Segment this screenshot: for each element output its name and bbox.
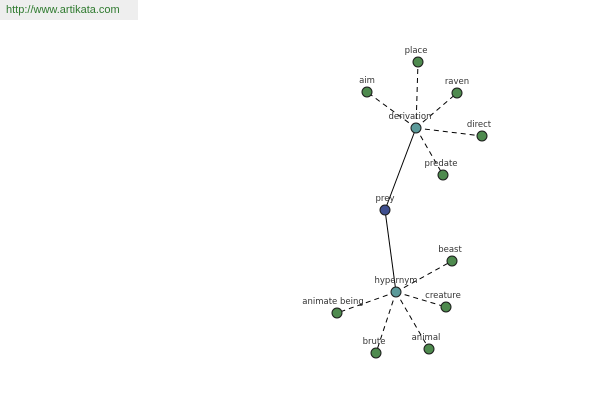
artikata-link[interactable]: http://www.artikata.com [6,4,120,16]
node-label-raven: raven [445,77,469,87]
node-label-hypernym: hypernym [374,276,417,286]
node-label-animate-being: animate being [302,297,363,307]
edge-derivation-aim [366,91,417,129]
edge-hypernym-beast [395,260,453,293]
edge-hypernym-brute [375,291,397,354]
node-prey[interactable] [379,204,391,216]
node-label-beast: beast [438,245,462,255]
node-circle-derivation[interactable] [410,122,422,134]
edge-hypernym-animate-being [336,291,397,314]
edge-derivation-place [415,61,419,129]
node-raven[interactable] [451,87,463,99]
node-beast[interactable] [446,255,458,267]
node-circle-animal[interactable] [423,343,435,355]
labels-layer: prey derivation hypernym place aim raven direc… [302,46,492,347]
node-label-aim: aim [359,76,375,86]
node-circle-beast[interactable] [446,255,458,267]
node-label-animal: animal [412,333,441,343]
node-circle-predate[interactable] [437,169,449,181]
node-circle-aim[interactable] [361,86,373,98]
node-aim[interactable] [361,86,373,98]
node-brute[interactable] [370,347,382,359]
node-label-derivation: derivation [388,112,431,122]
source-bar: http://www.artikata.com [0,0,138,20]
edge-prey-hypernym [384,209,397,293]
node-circle-hypernym[interactable] [390,286,402,298]
edge-derivation-raven [415,92,458,129]
node-circle-creature[interactable] [440,301,452,313]
node-label-predate: predate [424,159,457,169]
node-derivation[interactable] [410,122,422,134]
node-direct[interactable] [476,130,488,142]
edge-derivation-predate [415,127,444,176]
node-place[interactable] [412,56,424,68]
nodes-layer [331,56,488,359]
node-label-direct: direct [467,120,492,130]
node-creature[interactable] [440,301,452,313]
node-circle-raven[interactable] [451,87,463,99]
node-label-place: place [405,46,428,56]
edge-prey-derivation [384,127,417,211]
node-circle-animate-being[interactable] [331,307,343,319]
node-label-creature: creature [425,291,461,301]
node-circle-brute[interactable] [370,347,382,359]
node-animate-being[interactable] [331,307,343,319]
node-hypernym[interactable] [390,286,402,298]
edge-hypernym-animal [395,291,430,350]
edge-derivation-direct [415,127,483,137]
node-label-prey: prey [376,194,395,204]
node-predate[interactable] [437,169,449,181]
node-circle-place[interactable] [412,56,424,68]
node-circle-direct[interactable] [476,130,488,142]
node-animal[interactable] [423,343,435,355]
edges-layer [336,61,483,354]
node-circle-prey[interactable] [379,204,391,216]
node-label-brute: brute [363,337,386,347]
